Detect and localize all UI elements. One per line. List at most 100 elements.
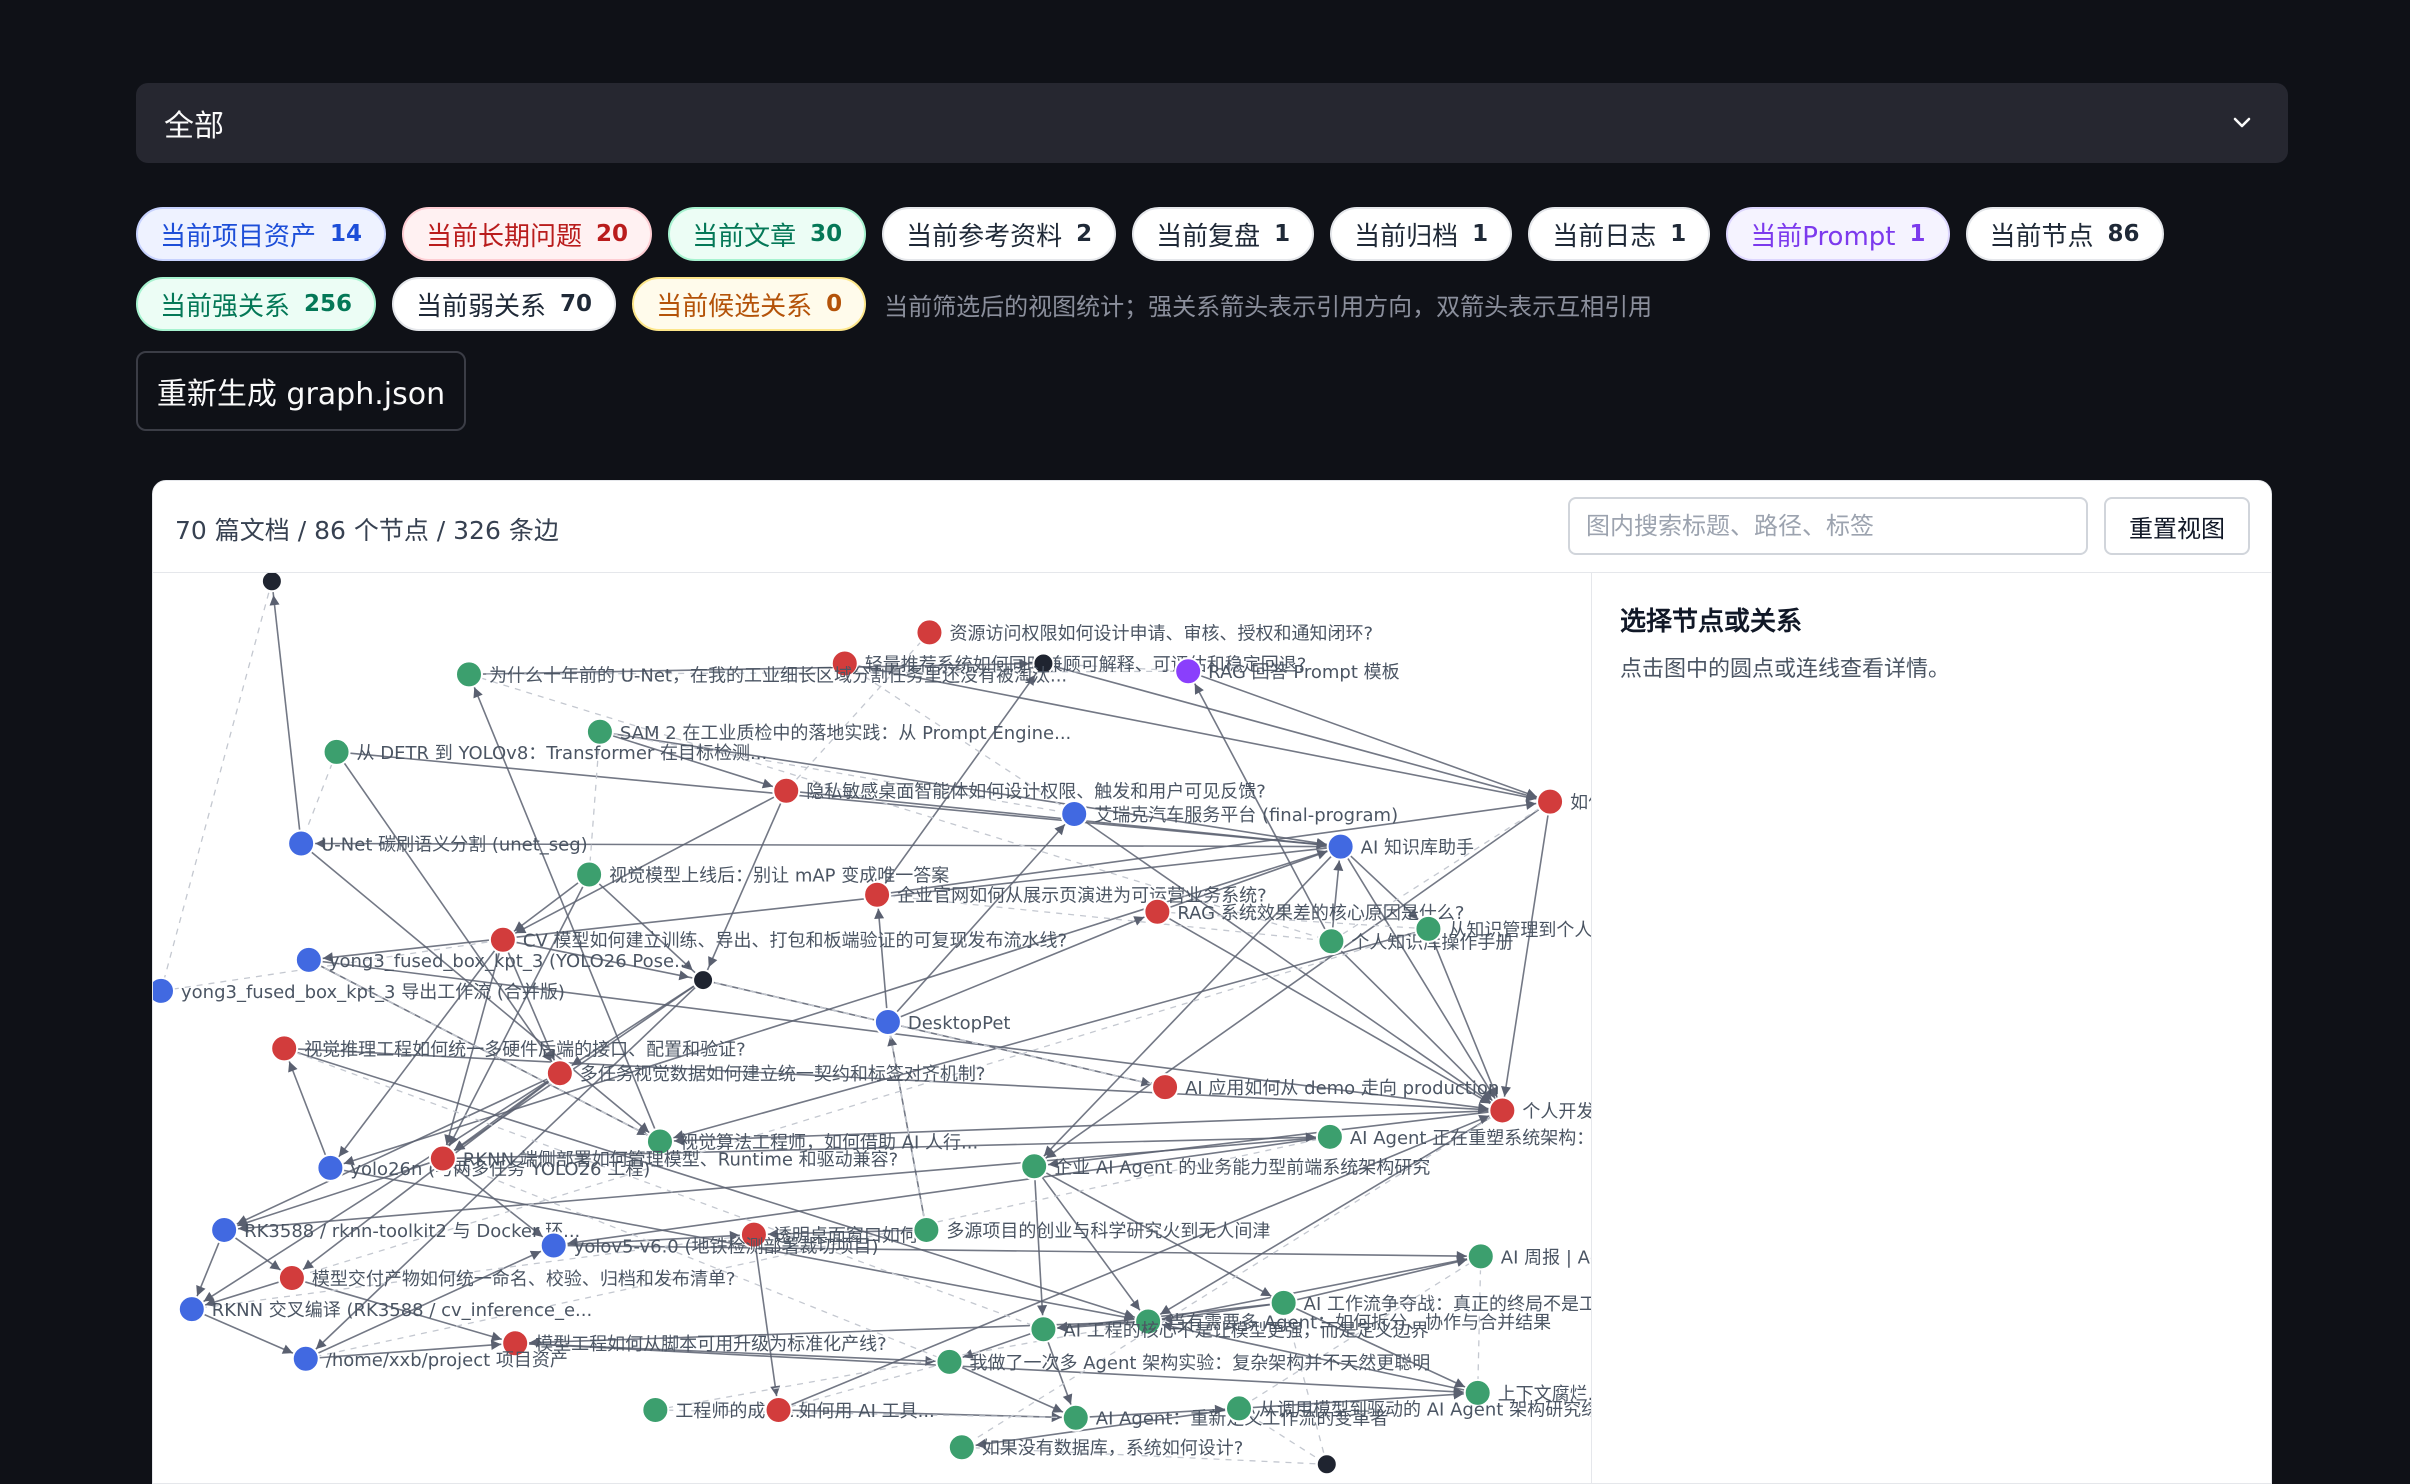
graph-edge-strong[interactable] <box>876 662 1045 896</box>
reset-view-button[interactable]: 重置视图 <box>2104 497 2250 555</box>
graph-node[interactable]: 视觉算法工程师，如何借助 AI 人行... <box>645 1127 978 1156</box>
graph-node-dot[interactable] <box>1061 1403 1090 1432</box>
graph-edge-weak[interactable] <box>844 662 1075 815</box>
graph-node-dot[interactable] <box>873 1007 902 1036</box>
graph-node[interactable] <box>260 573 283 593</box>
graph-edge-weak[interactable] <box>1238 1407 1328 1465</box>
graph-node-dot[interactable] <box>1225 1394 1253 1423</box>
graph-node[interactable]: RKNN 端侧部署如何管理模型、Runtime 和驱动兼容? <box>428 1144 898 1173</box>
regenerate-graph-button[interactable]: 重新生成 graph.json <box>136 351 466 431</box>
graph-edge-weak[interactable] <box>308 959 661 1143</box>
graph-edge-strong[interactable] <box>336 751 1341 848</box>
graph-edge-strong[interactable] <box>1033 846 1342 1167</box>
graph-node-dot[interactable] <box>1466 1242 1495 1271</box>
graph-edge-strong[interactable] <box>778 1409 1076 1419</box>
graph-node[interactable]: AI Agent 正在重塑系统架构：第一步不是买 GPU <box>1315 1122 1591 1151</box>
graph-edge-strong[interactable] <box>1034 1109 1503 1168</box>
graph-node-dot[interactable] <box>270 1034 299 1063</box>
graph-edge-strong[interactable] <box>301 842 1341 848</box>
graph-edge-strong[interactable] <box>1073 813 1503 1112</box>
graph-edge-strong[interactable] <box>1283 1302 1479 1394</box>
graph-node-dot[interactable] <box>1315 1453 1338 1476</box>
graph-edge-strong[interactable] <box>1187 670 1551 803</box>
graph-node-dot[interactable] <box>739 1220 768 1249</box>
graph-edge-strong[interactable] <box>308 959 1503 1112</box>
graph-node-dot[interactable] <box>645 1127 674 1156</box>
graph-node-dot[interactable] <box>316 1153 345 1182</box>
graph-edge-strong[interactable] <box>468 674 661 1142</box>
graph-edge-strong[interactable] <box>1330 940 1503 1112</box>
graph-edge-strong[interactable] <box>659 1109 1503 1143</box>
graph-edge-strong[interactable] <box>753 1229 927 1236</box>
graph-node[interactable]: AI 周报 | Ag... <box>1466 1242 1591 1271</box>
graph-edge-strong[interactable] <box>778 1109 1503 1411</box>
graph-edge-strong[interactable] <box>1043 1302 1284 1331</box>
graph-edge-strong[interactable] <box>191 1072 561 1310</box>
graph-node-dot[interactable] <box>1463 1378 1492 1407</box>
graph-edge-strong[interactable] <box>599 730 787 792</box>
graph-edge-strong[interactable] <box>502 938 704 981</box>
graph-node-dot[interactable] <box>291 1344 320 1373</box>
graph-edge-strong[interactable] <box>753 1234 780 1411</box>
graph-edge-strong[interactable] <box>291 1277 516 1345</box>
graph-edge-weak[interactable] <box>160 939 503 992</box>
graph-edge-strong[interactable] <box>291 1072 561 1279</box>
graph-node[interactable]: AI 知识库助手 <box>1326 832 1474 861</box>
graph-edge-strong[interactable] <box>1033 1165 1285 1304</box>
graph-edge-strong[interactable] <box>702 979 1166 1088</box>
graph-node[interactable]: 多源项目的创业与科学研究火到无人间津 <box>912 1215 1270 1244</box>
graph-node-dot[interactable] <box>830 649 859 678</box>
graph-node-dot[interactable] <box>575 860 604 889</box>
graph-edge-strong[interactable] <box>876 800 1551 896</box>
graph-node[interactable]: RAG 回答 Prompt 模板 <box>1174 657 1400 686</box>
graph-node-dot[interactable] <box>1151 1073 1180 1102</box>
graph-node[interactable]: 多任务视觉数据如何建立统一契约和标签对齐机制? <box>545 1059 986 1088</box>
graph-node-dot[interactable] <box>772 776 801 805</box>
graph-edge-strong[interactable] <box>1283 1255 1481 1304</box>
graph-edge-strong[interactable] <box>1033 800 1551 1167</box>
graph-node[interactable]: yong3_fused_box_kpt_3 (YOLO26 Pose... <box>294 945 691 974</box>
graph-search-input[interactable] <box>1568 497 2088 555</box>
graph-node-dot[interactable] <box>585 717 614 746</box>
graph-edge-strong[interactable] <box>442 874 590 1159</box>
graph-node[interactable]: 艾瑞克汽车服务平台 (final-program) <box>1060 800 1398 829</box>
graph-edge-weak[interactable] <box>655 1409 1076 1419</box>
graph-edge-strong[interactable] <box>1147 1109 1503 1323</box>
graph-edge-strong[interactable] <box>515 1342 1478 1394</box>
graph-edge-strong[interactable] <box>271 581 302 844</box>
knowledge-graph-canvas[interactable]: 资源访问权限如何设计申请、审核、授权和通知闭环?轻量推荐系统如何同时兼顾可解释、… <box>153 573 1591 1484</box>
graph-edge-weak[interactable] <box>1157 911 1429 930</box>
graph-node[interactable]: 个人知识库操作手册 <box>1317 927 1513 956</box>
graph-node[interactable]: 上下文腐烂... <box>1463 1378 1591 1407</box>
graph-edge-strong[interactable] <box>659 928 1429 1143</box>
graph-node-dot[interactable] <box>322 737 351 766</box>
graph-node-dot[interactable] <box>764 1395 793 1424</box>
knowledge-graph-svg[interactable]: 资源访问权限如何设计申请、审核、授权和通知闭环?轻量推荐系统如何同时兼顾可解释、… <box>153 573 1591 1484</box>
graph-edge-strong[interactable] <box>961 1407 1240 1449</box>
graph-node-dot[interactable] <box>1032 652 1055 675</box>
graph-edge-strong[interactable] <box>1238 1392 1478 1410</box>
graph-node[interactable]: 企业 AI Agent 的业务能力型前端系统架构研究 <box>1020 1152 1430 1181</box>
graph-edge-strong[interactable] <box>887 911 1158 1023</box>
graph-edge-strong[interactable] <box>887 1021 928 1231</box>
graph-edge-weak[interactable] <box>1283 1302 1328 1465</box>
graph-node-dot[interactable] <box>501 1329 530 1358</box>
graph-node-dot[interactable] <box>1536 787 1565 816</box>
graph-edge-strong[interactable] <box>284 1047 1503 1112</box>
graph-node[interactable]: 资源访问权限如何设计申请、审核、授权和通知闭环? <box>915 618 1373 647</box>
graph-node[interactable]: 个人开发... <box>1488 1096 1591 1125</box>
graph-node-dot[interactable] <box>863 880 892 909</box>
graph-node[interactable]: 视觉推理工程如何统一多硬件后端的接口、配置和验证? <box>270 1034 746 1063</box>
graph-edge-strong[interactable] <box>1147 1320 1478 1394</box>
graph-edge-strong[interactable] <box>305 1342 516 1360</box>
graph-edge-strong[interactable] <box>442 1136 1330 1160</box>
graph-edge-strong[interactable] <box>330 845 1341 1169</box>
graph-node-dot[interactable] <box>1326 832 1355 861</box>
graph-node-dot[interactable] <box>935 1347 964 1376</box>
graph-edge-strong[interactable] <box>283 1047 1149 1323</box>
graph-node-dot[interactable] <box>1488 1096 1517 1125</box>
graph-edge-weak[interactable] <box>300 751 338 844</box>
graph-edge-strong[interactable] <box>1156 911 1503 1112</box>
graph-node-dot[interactable] <box>428 1144 457 1173</box>
graph-node[interactable]: yolo26n (与两多任务 YOLO26 工程) <box>316 1153 650 1182</box>
